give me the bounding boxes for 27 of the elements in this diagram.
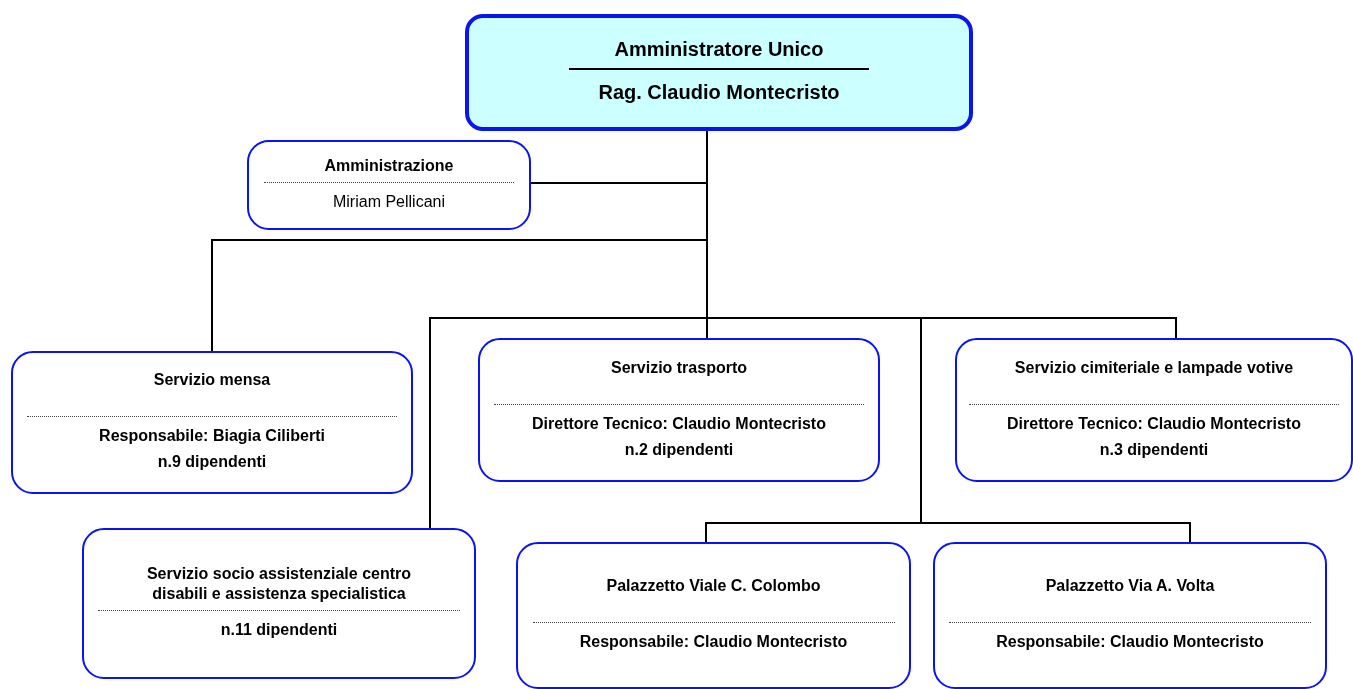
unit-title: Amministrazione (324, 155, 454, 176)
unit-detail: Miriam Pellicani (333, 191, 445, 212)
unit-title: Amministratore Unico (614, 37, 824, 62)
org-unit-box (465, 14, 973, 131)
unit-detail: n.2 dipendenti (624, 439, 734, 460)
unit-title: Servizio trasporto (611, 357, 747, 378)
unit-title: Palazzetto Viale C. Colombo (606, 576, 821, 597)
org-unit-box (478, 338, 880, 482)
unit-detail: n.9 dipendenti (157, 452, 267, 472)
unit-detail: Responsabile: Claudio Montecristo (996, 632, 1264, 653)
org-unit-box (955, 338, 1353, 482)
unit-detail: Rag. Claudio Montecristo (598, 80, 840, 105)
unit-detail: Direttore Tecnico: Claudio Montecristo (532, 413, 826, 434)
unit-detail: n.11 dipendenti (220, 620, 338, 641)
unit-detail: n.3 dipendenti (1099, 439, 1209, 460)
org-unit-box (82, 528, 476, 679)
org-unit-box (516, 542, 911, 689)
unit-detail: Responsabile: Biagia Ciliberti (99, 426, 325, 447)
org-unit-box (247, 140, 531, 230)
org-unit-box (933, 542, 1327, 689)
unit-title: Servizio cimiteriale e lampade votive (1014, 357, 1294, 378)
unit-title: Servizio socio assistenziale centro disabili e assistenza specialistica (145, 564, 413, 605)
unit-title: Servizio mensa (153, 370, 271, 391)
unit-detail: Responsabile: Claudio Montecristo (579, 632, 848, 653)
unit-title: Palazzetto Via A. Volta (1045, 576, 1215, 597)
unit-detail: Direttore Tecnico: Claudio Montecristo (1007, 413, 1301, 434)
org-unit-box (11, 351, 413, 494)
